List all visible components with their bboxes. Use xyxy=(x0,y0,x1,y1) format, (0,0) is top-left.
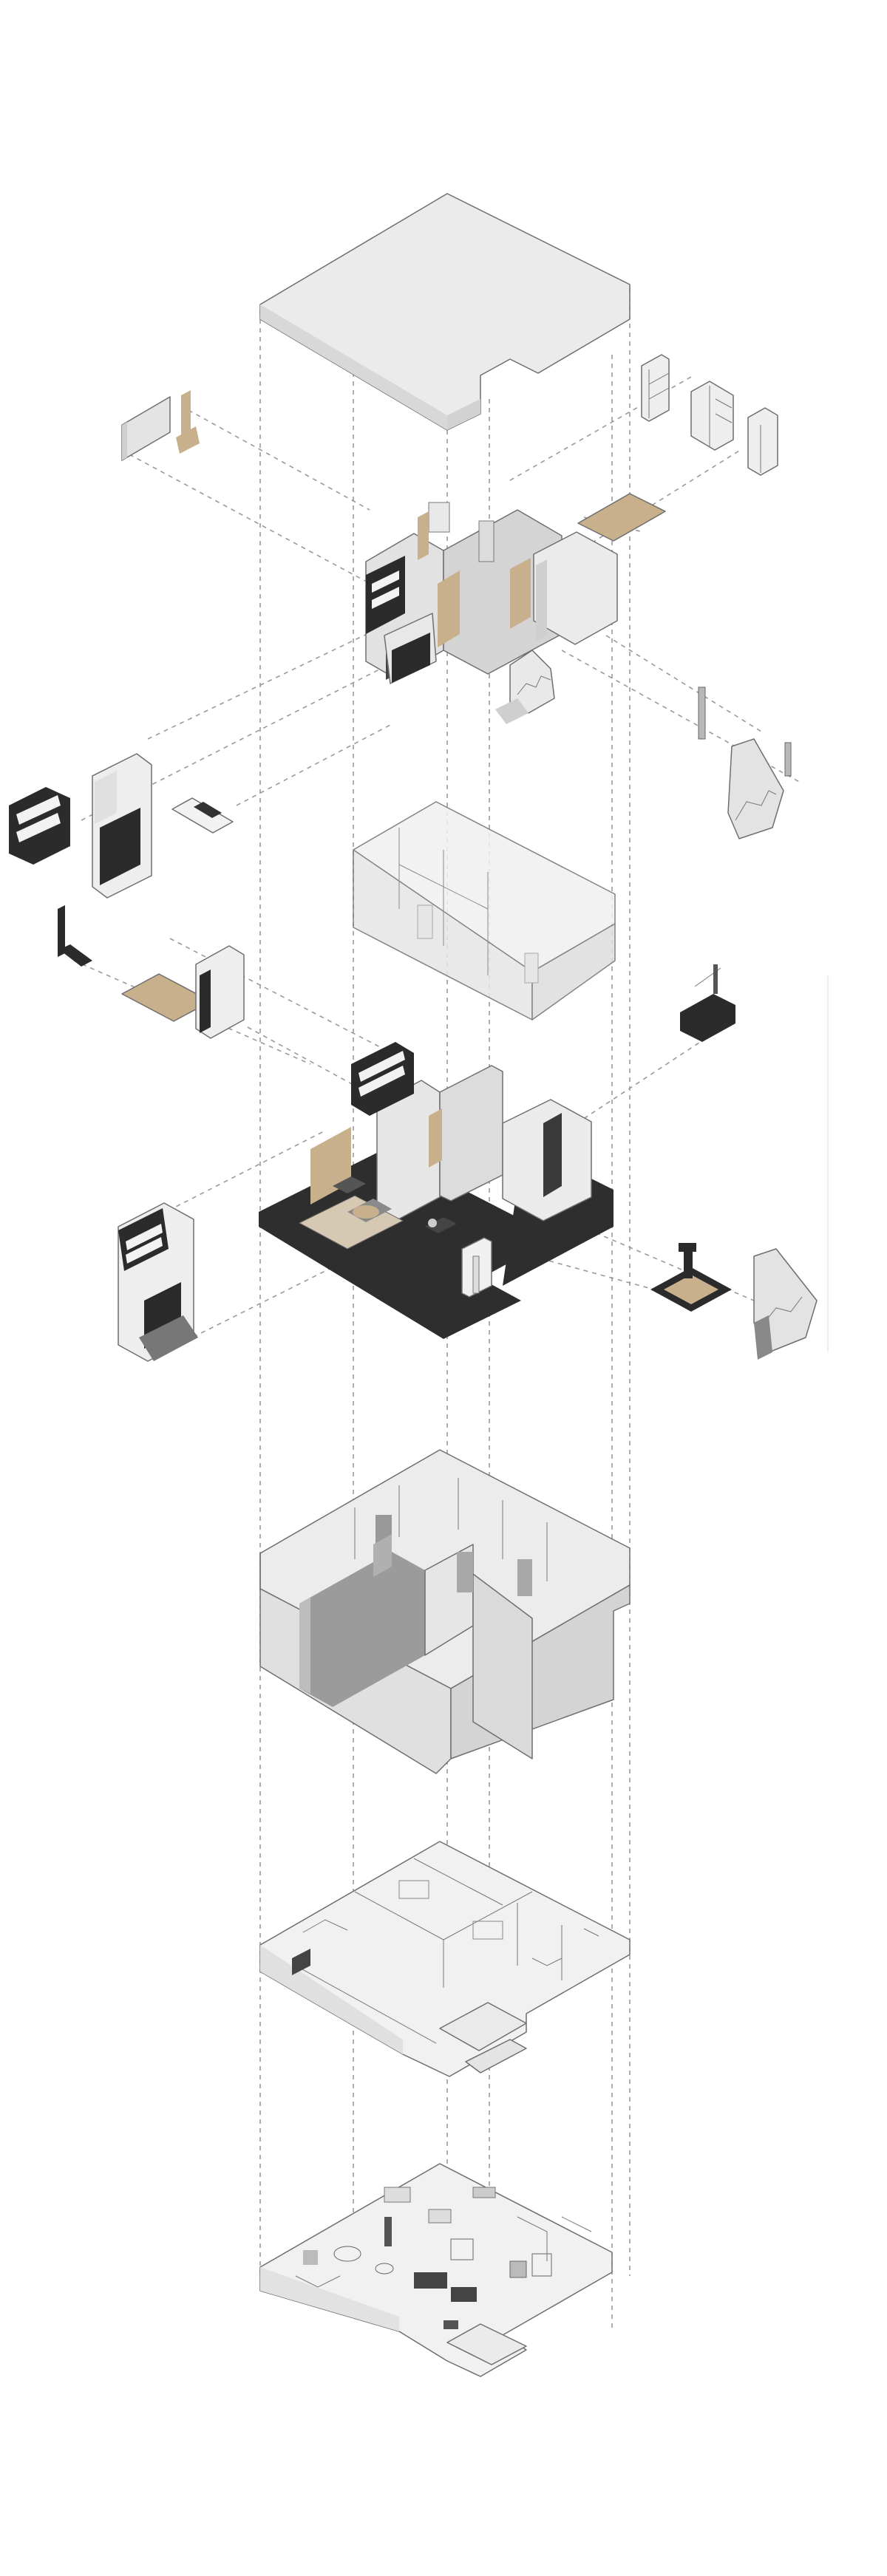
upper-spiral-stair xyxy=(727,738,784,839)
lower-floor-plan xyxy=(259,2163,613,2377)
lower-left-fireplace-wall xyxy=(118,1202,198,1362)
lower-plan-furniture-marks xyxy=(295,2187,592,2329)
upper-wood-post xyxy=(176,390,200,454)
upper-floor-shell xyxy=(353,801,616,1020)
lower-living-furniture xyxy=(298,1176,457,1250)
upper-wardrobe-2 xyxy=(690,381,734,451)
upper-left-wall-unit xyxy=(92,753,152,899)
upper-wardrobe-3 xyxy=(747,407,778,476)
upper-wood-table xyxy=(577,493,666,542)
lower-floor-shell xyxy=(259,1449,631,1774)
lower-left-wood-floor-and-wall xyxy=(121,945,245,1039)
upper-wardrobe-1 xyxy=(641,354,670,422)
upper-vertical-slat xyxy=(698,686,792,777)
lower-left-post xyxy=(58,905,92,967)
upper-stair xyxy=(495,650,555,724)
upper-fitout-cluster xyxy=(365,502,618,724)
upper-left-shelf xyxy=(171,797,234,834)
upper-left-cabinet-dark xyxy=(9,787,70,865)
upper-wall-panel-left xyxy=(121,396,171,461)
roof-slab xyxy=(259,193,631,431)
lower-fitout-walls xyxy=(310,1042,592,1298)
upper-furniture-layer xyxy=(9,354,792,899)
upper-floor-plan xyxy=(259,1841,631,2077)
lower-right-spiral-stair xyxy=(753,1248,818,1360)
lower-furniture-layer xyxy=(58,905,818,1362)
lower-right-bar-stool xyxy=(680,964,735,1042)
lower-right-side-table xyxy=(650,1243,732,1312)
